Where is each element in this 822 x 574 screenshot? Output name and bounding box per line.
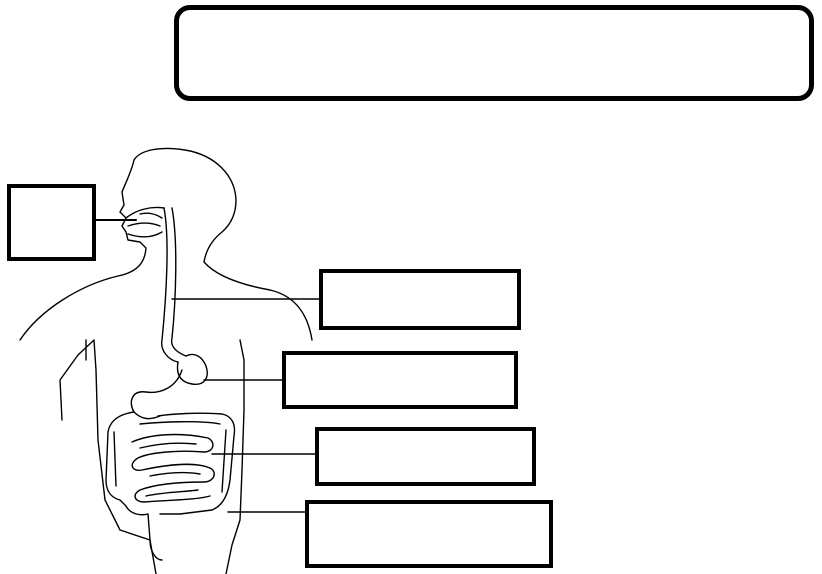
title-answer-box[interactable]	[174, 5, 814, 101]
mouth-detail	[126, 207, 164, 236]
large-intestine-label-box[interactable]	[305, 500, 553, 568]
mouth-label-box[interactable]	[7, 184, 96, 261]
small-intestine-coils	[132, 435, 214, 502]
stomach-label-box[interactable]	[282, 351, 518, 409]
stomach-shape	[131, 354, 207, 418]
esophagus-label-box[interactable]	[319, 269, 521, 330]
small-intestine-label-box[interactable]	[315, 427, 536, 486]
esophagus-tube	[162, 208, 186, 362]
